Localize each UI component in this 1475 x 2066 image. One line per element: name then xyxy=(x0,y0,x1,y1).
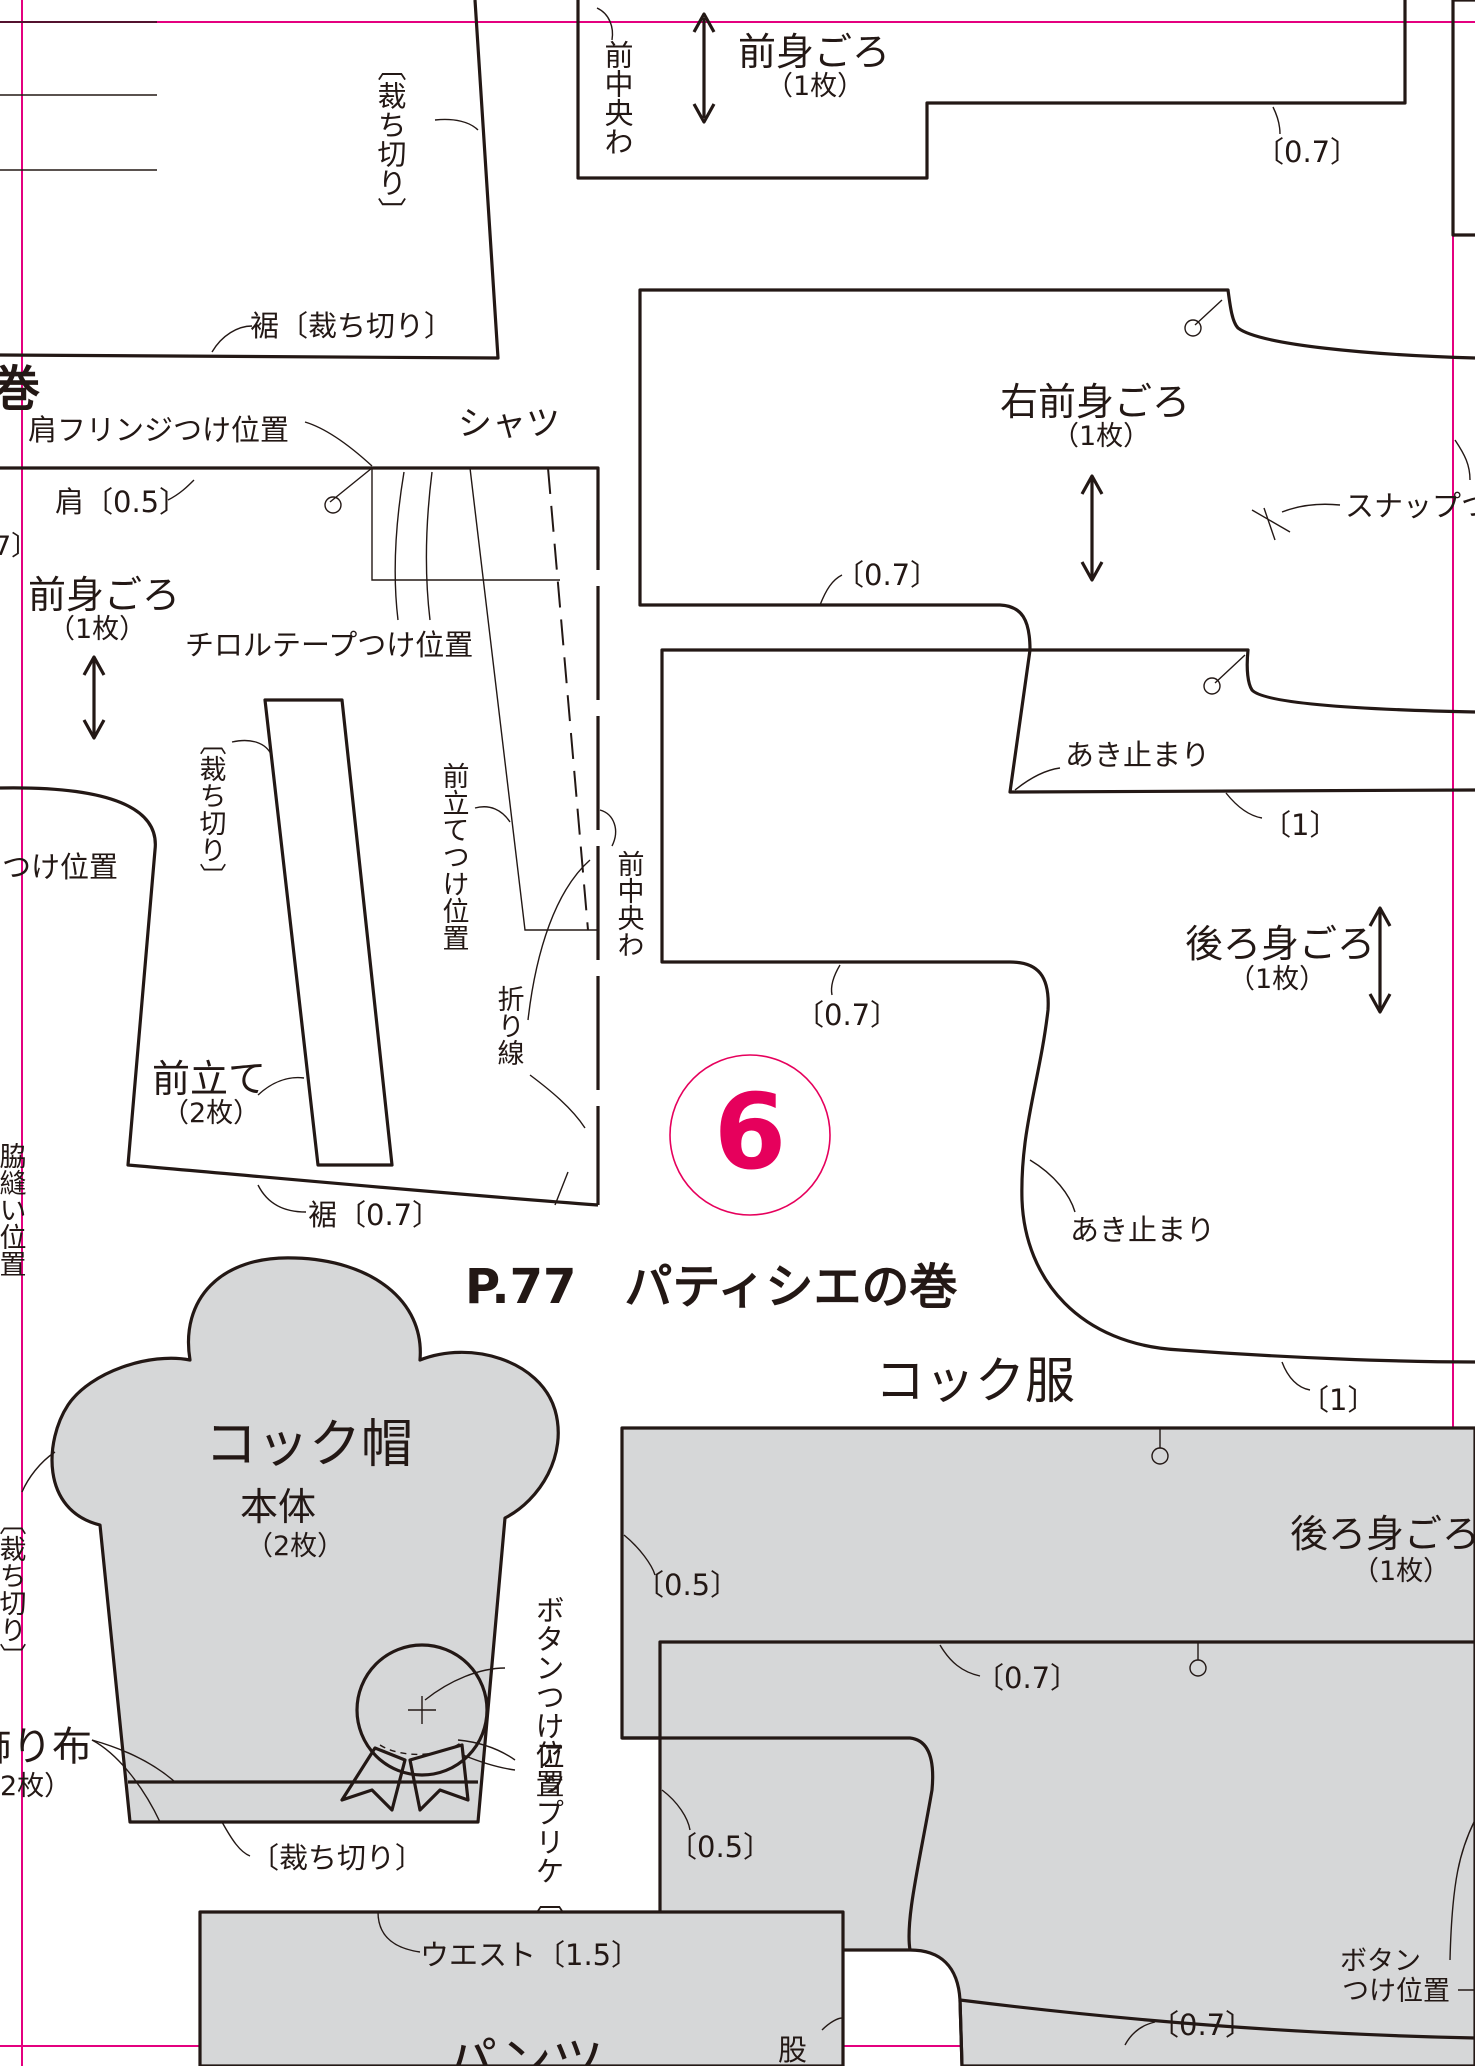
cook-hat-cut-label: 〔裁ち切り〕 xyxy=(250,1841,424,1875)
left-edge-fragments: 巻 7〕 つけ位置 脇縫い位置 〔裁ち切り〕 飾り布 2枚） xyxy=(0,361,118,1802)
page-number: 6 xyxy=(714,1071,786,1193)
section-title: P.77 パティシエの巻 xyxy=(465,1259,958,1315)
back-top-name: 後ろ身ごろ xyxy=(1185,922,1375,966)
back-top-count: （1枚） xyxy=(1228,964,1326,995)
cook-hat-body xyxy=(50,1256,560,1824)
shirt-front-count: （1枚） xyxy=(48,614,146,645)
right-front-outline xyxy=(638,288,1475,794)
shirt-hem-label: 裾〔0.7〕 xyxy=(308,1198,441,1232)
top-front-count: （1枚） xyxy=(766,71,864,102)
right-front-count: （1枚） xyxy=(1052,421,1150,452)
placket-strip xyxy=(263,698,394,1167)
shirt-front-name: 前身ごろ xyxy=(28,573,180,617)
left-fragment-ornament-count: 2枚） xyxy=(0,1771,71,1802)
back-top-seam1b: 〔1〕 xyxy=(1300,1383,1376,1417)
top-left-outline xyxy=(0,0,500,360)
cook-hat-count: （2枚） xyxy=(246,1531,344,1562)
fold-line-label: 折り線 xyxy=(493,985,525,1066)
pants-waist-label: ウエスト〔1.5〕 xyxy=(420,1938,640,1972)
top-front-fold-label: 前中央わ xyxy=(600,40,634,156)
back-top-seam1: 〔1〕 xyxy=(1262,808,1338,842)
piece-top-front: 前中央わ 前身ごろ （1枚） 〔0.7〕 xyxy=(576,0,1475,237)
piece-top-left: 〔裁ち切り〕 裾〔裁ち切り〕 xyxy=(0,0,500,360)
cook-coat-button-label-1: ボタン xyxy=(1340,1946,1421,1977)
top-front-seam: 〔0.7〕 xyxy=(1255,135,1359,169)
cook-hat-applique-circle xyxy=(355,1643,489,1777)
cook-coat-title: コック服 xyxy=(875,1352,1075,1410)
cook-coat-seam07b: 〔0.7〕 xyxy=(1150,2008,1254,2042)
top-right-edge-piece xyxy=(1451,0,1475,237)
cook-coat-back-name: 後ろ身ごろ xyxy=(1290,1512,1475,1556)
page-header: 6 P.77 パティシエの巻 xyxy=(465,1054,958,1315)
placket-attach-label: 前立てつけ位置 xyxy=(438,762,469,951)
right-front-name: 右前身ごろ xyxy=(1000,380,1190,424)
shirt-center-fold-gaps xyxy=(594,570,602,1106)
back-top-seam07: 〔0.7〕 xyxy=(795,998,899,1032)
shirt-outline-body xyxy=(0,786,599,1207)
cook-coat-seam07a: 〔0.7〕 xyxy=(975,1661,1079,1695)
back-top-opening-label: あき止まり xyxy=(1070,1213,1215,1247)
left-fragment-side: 脇縫い位置 xyxy=(0,1142,26,1277)
piece-back-top: 〔1〕 後ろ身ごろ （1枚） 〔0.7〕 あき止まり 〔1〕 xyxy=(660,648,1475,1417)
piece-shirt-front: シャツ 肩フリンジつけ位置 肩〔0.5〕 前身ごろ （1枚） チロルテープつけ位… xyxy=(0,404,644,1232)
piece-pants: ウエスト〔1.5〕 股 パンツ xyxy=(198,1910,964,2066)
top-front-outline xyxy=(576,0,1407,180)
placket-name: 前立て xyxy=(152,1057,266,1101)
left-fragment-heading: 巻 xyxy=(0,361,40,417)
placket-count: （2枚） xyxy=(162,1098,260,1129)
top-front-name: 前身ごろ xyxy=(738,30,890,74)
back-top-outline xyxy=(660,648,1475,1364)
cook-hat-title: コック帽 xyxy=(205,1415,413,1475)
placket-cut-label: 〔裁ち切り〕 xyxy=(195,728,227,890)
piece-right-front: 右前身ごろ （1枚） スナップつ 〔0.7〕 あき止まり xyxy=(638,288,1475,794)
cook-coat-seam05a: 〔0.5〕 xyxy=(635,1568,739,1602)
cook-coat-back-count: （1枚） xyxy=(1352,1556,1450,1587)
top-left-cut-label: 〔裁ち切り〕 xyxy=(373,52,407,226)
left-fragment-cut: 〔裁ち切り〕 xyxy=(0,1508,26,1670)
shirt-outline-top xyxy=(0,466,600,1205)
top-left-hem-label: 裾〔裁ち切り〕 xyxy=(250,309,453,343)
cook-hat-body-label: 本体 xyxy=(240,1485,316,1529)
shirt-fringe-label: 肩フリンジつけ位置 xyxy=(28,413,289,447)
cook-coat-seam05b: 〔0.5〕 xyxy=(668,1830,772,1864)
right-front-snap-label: スナップつ xyxy=(1345,489,1475,523)
right-front-seam: 〔0.7〕 xyxy=(835,558,939,592)
shirt-shoulder-label: 肩〔0.5〕 xyxy=(55,485,188,519)
left-fragment-ornament: 飾り布 xyxy=(0,1724,92,1770)
left-fragment-seam: 7〕 xyxy=(0,531,38,562)
cook-coat-button-label-2: つけ位置 xyxy=(1342,1976,1450,2007)
page-number-circle xyxy=(669,1054,831,1216)
piece-cook-coat: コック服 後ろ身ごろ （1枚） 〔0.5〕 〔0.7〕 〔0.5〕 〔0.7〕 … xyxy=(620,1352,1475,2066)
pants-body xyxy=(198,1910,845,2066)
pants-title: パンツ xyxy=(445,2033,604,2066)
shirt-tyrol-label: チロルテープつけ位置 xyxy=(185,628,473,662)
right-front-opening-label: あき止まり xyxy=(1065,738,1210,772)
pants-crotch-label: 股 xyxy=(778,2033,807,2066)
shirt-center-fold-label: 前中央わ xyxy=(613,850,644,958)
shirt-title: シャツ xyxy=(458,404,560,444)
left-fragment-attach: つけ位置 xyxy=(2,850,118,884)
piece-cook-hat: コック帽 本体 （2枚） ボタンつけ位置 アップリケ〔裁ち切り〕 〔裁ち切り〕 xyxy=(21,1256,565,2059)
cook-hat-button-label: ボタンつけ位置 xyxy=(531,1595,565,1798)
